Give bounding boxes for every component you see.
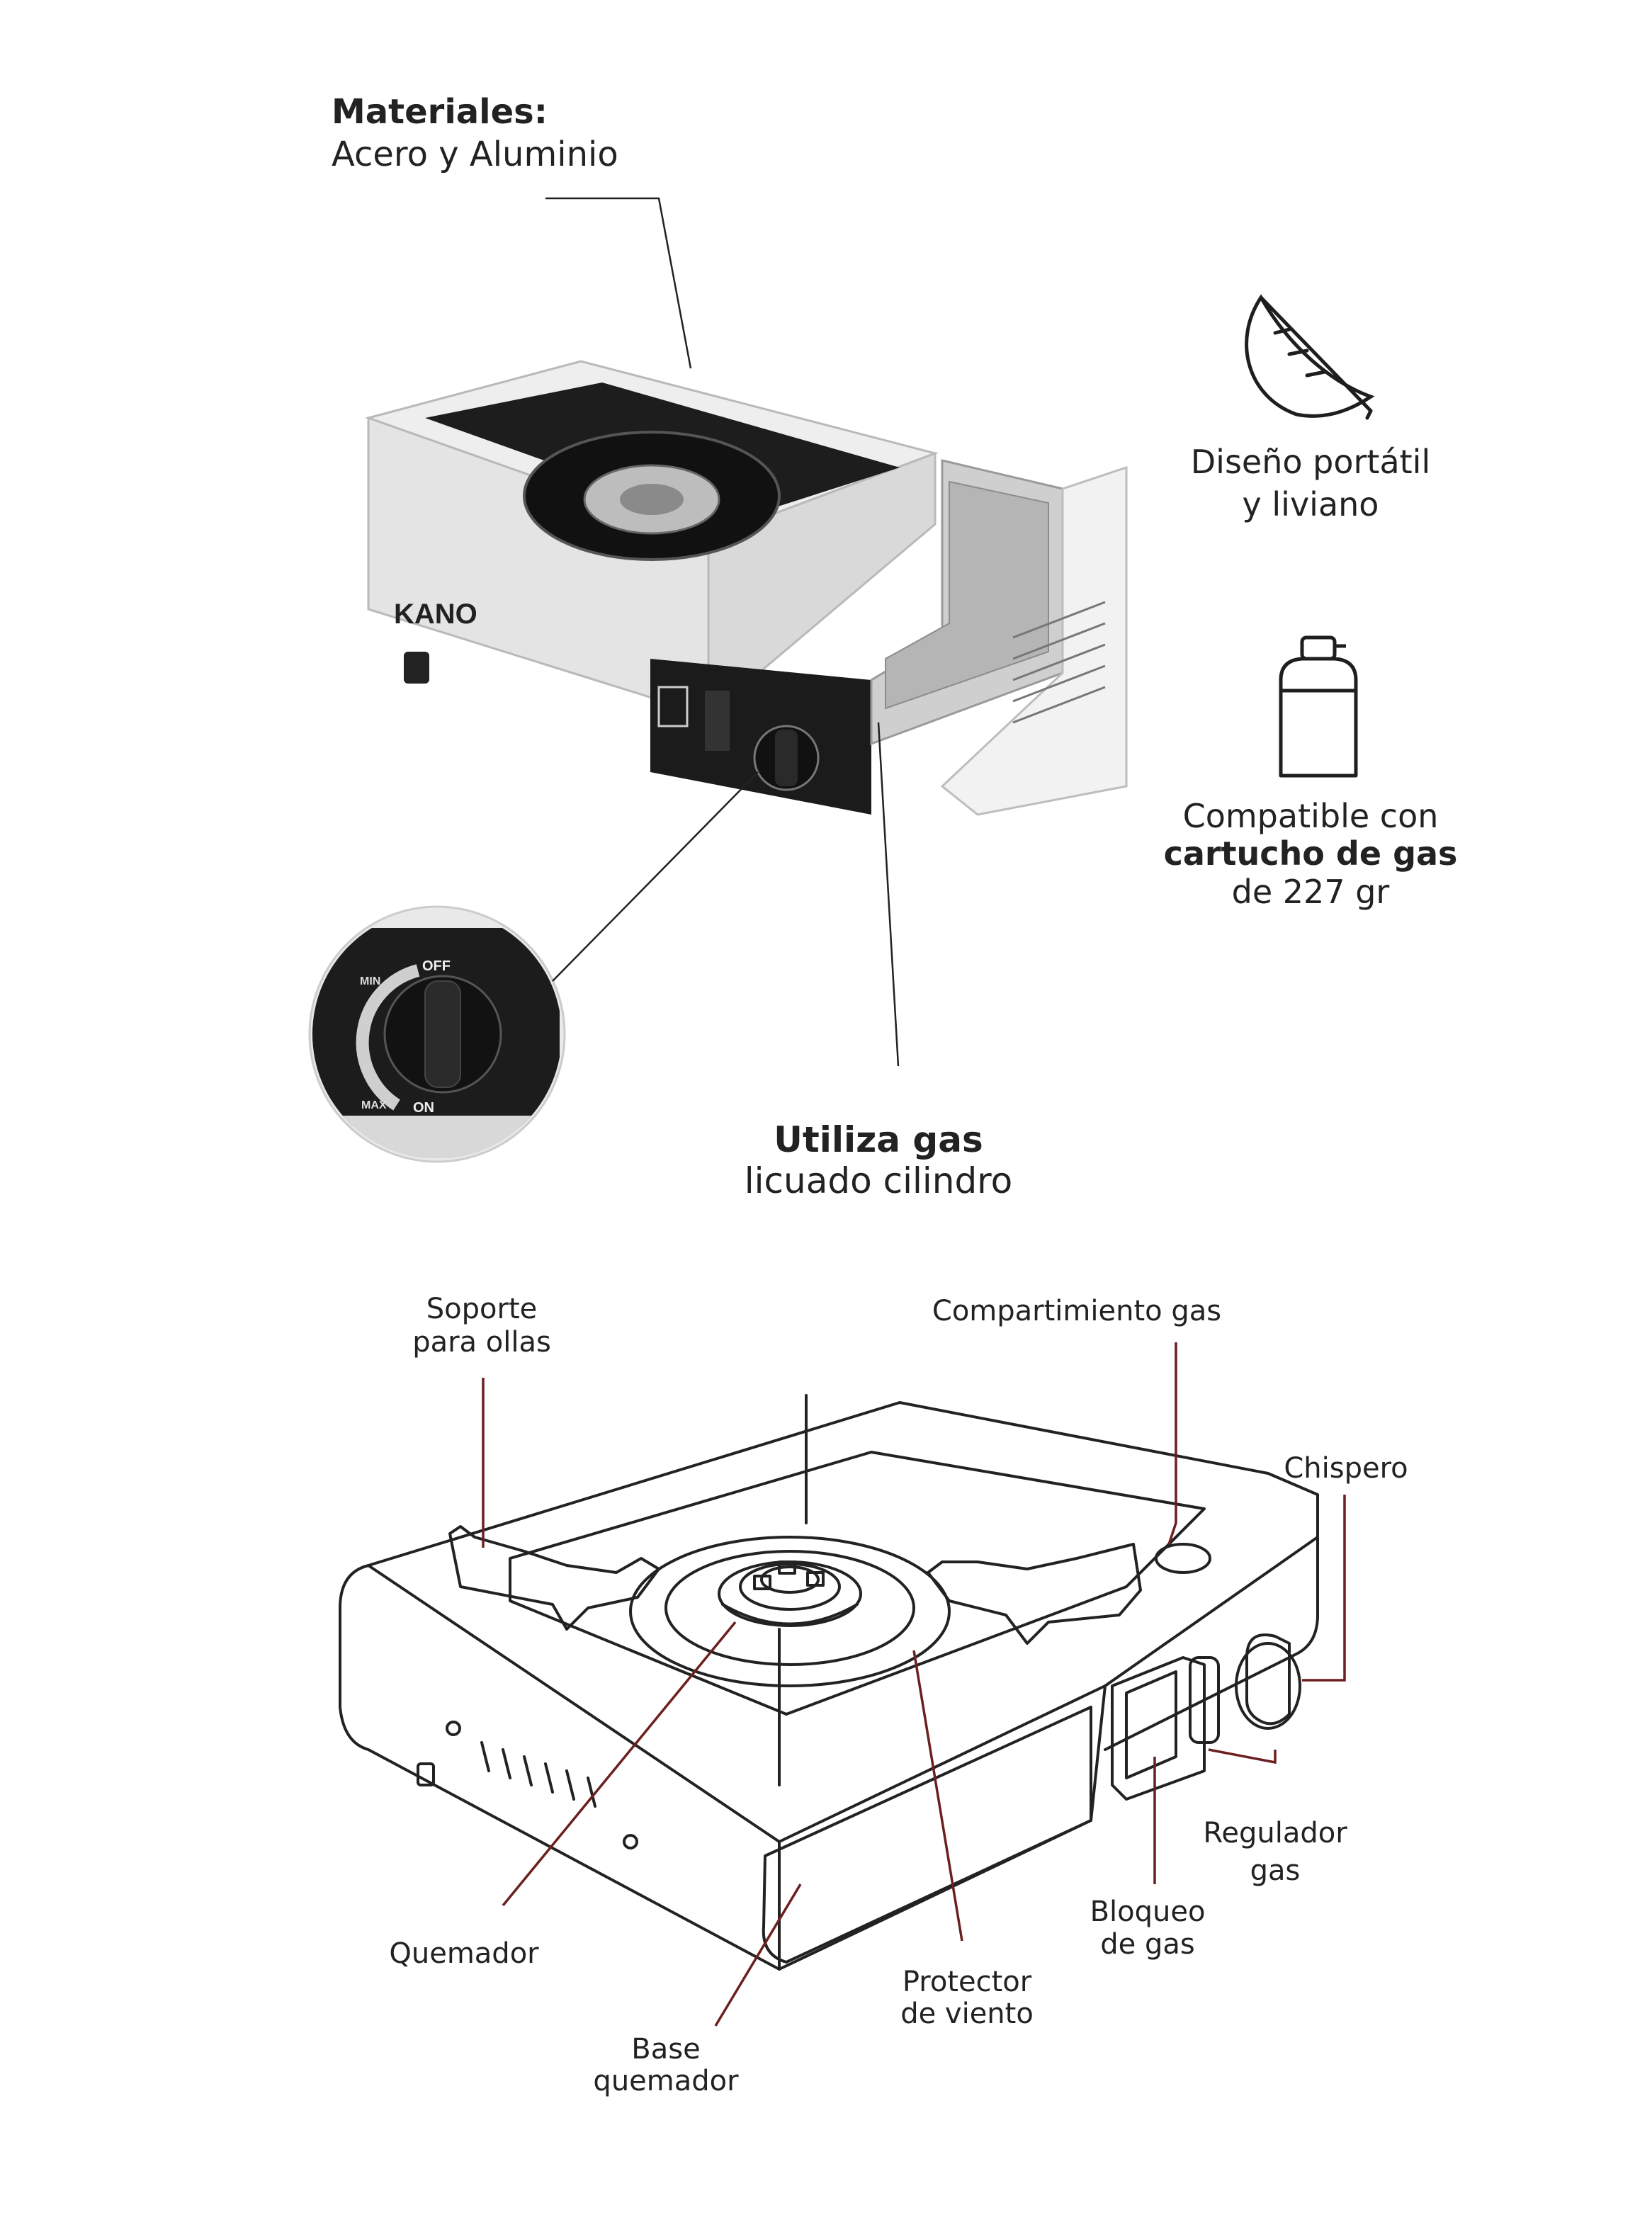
label-soporte-line1: Soporte [426,1293,538,1325]
knob-label-on: ON [413,1100,434,1116]
materials-title: Materiales: [332,92,548,132]
portable-line2: y liviano [1242,485,1379,523]
label-regulador-line2: gas [1250,1854,1301,1887]
label-chispero: Chispero [1284,1452,1408,1485]
knob-label-min: MIN [360,975,380,987]
portable-line1: Diseño portátil [1190,443,1431,481]
label-compartimiento: Compartimiento gas [932,1295,1222,1327]
gas-can-icon [1279,635,1358,778]
label-regulador-line1: Regulador [1203,1817,1347,1849]
label-bloqueo-line1: Bloqueo [1090,1896,1206,1928]
knob-label-max: MAX [361,1099,387,1111]
label-soporte-line2: para ollas [412,1326,551,1359]
feather-icon [1245,298,1371,418]
label-base-line2: quemador [593,2065,739,2097]
cartridge-line1: Compatible con [1182,797,1439,835]
top-leader-lines [545,197,900,1067]
label-bloqueo-line2: de gas [1100,1928,1195,1961]
diagram-leader-lines [482,1342,1346,2027]
cartridge-line2: cartucho de gas [1163,834,1458,873]
gas-title: Utiliza gas [774,1119,983,1160]
stove-outline [339,1394,1319,1971]
brand-logo: KANO [394,599,477,630]
materials-value: Acero y Aluminio [332,135,618,174]
label-protector-line1: Protector [902,1966,1032,1998]
label-protector-line2: de viento [900,1998,1034,2030]
cartridge-line3: de 227 gr [1231,873,1390,911]
stove-photo [364,360,1128,816]
label-quemador: Quemador [389,1937,539,1970]
knob-label-off: OFF [422,958,451,974]
gas-value: licuado cilindro [744,1160,1013,1201]
label-base-line1: Base [631,2033,701,2066]
